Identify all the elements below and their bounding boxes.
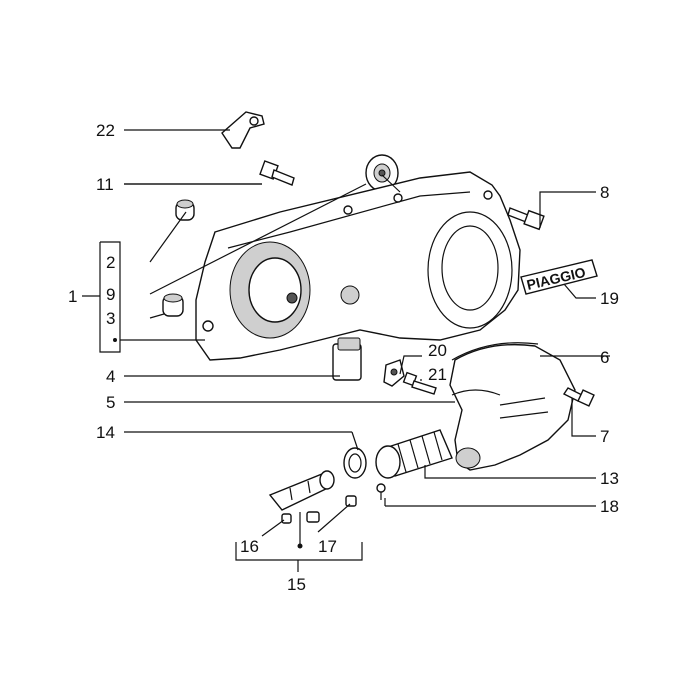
callout-1: 1 — [68, 287, 77, 306]
callout-14: 14 — [96, 423, 115, 442]
part-21-screw — [402, 371, 437, 395]
callout-17: 17 — [318, 537, 337, 556]
part-6-air-duct — [449, 342, 576, 471]
callout-8: 8 — [600, 183, 609, 202]
part-22-bracket-clip — [221, 111, 265, 149]
callout-13: 13 — [600, 469, 619, 488]
callout-labels: 22 11 8 2 1 9 19 3 20 6 4 21 5 14 7 13 1… — [68, 121, 619, 594]
part-18-small-screw — [376, 483, 386, 500]
callout-7: 7 — [600, 427, 609, 446]
callout-21: 21 — [428, 365, 447, 384]
callout-20: 20 — [428, 341, 447, 360]
part-8-bolt — [507, 207, 545, 231]
callout-11: 11 — [96, 175, 114, 194]
callout-19: 19 — [600, 289, 619, 308]
callout-18: 18 — [600, 497, 619, 516]
leader-lines — [82, 129, 610, 572]
part-19-piaggio-badge: PIAGGIO — [520, 259, 598, 295]
part-4-block — [332, 337, 362, 381]
part-7-screw — [562, 387, 595, 407]
callout-15: 15 — [287, 575, 306, 594]
callout-6: 6 — [600, 348, 609, 367]
callout-22: 22 — [96, 121, 115, 140]
callout-5: 5 — [106, 393, 115, 412]
part-3-bushing — [162, 293, 184, 317]
part-1-transmission-cover — [195, 171, 521, 361]
callout-4: 4 — [106, 367, 115, 386]
callout-16: 16 — [240, 537, 259, 556]
part-20-clip — [383, 359, 405, 387]
part-13-bellows-sleeve — [375, 429, 453, 479]
callout-3: 3 — [106, 309, 115, 328]
callout-2: 2 — [106, 253, 115, 272]
part-2-bushing — [175, 199, 195, 221]
part-17-clips — [306, 495, 357, 523]
part-16-nut — [281, 513, 292, 524]
part-14-clamp-ring — [343, 447, 367, 479]
callout-9: 9 — [106, 285, 115, 304]
part-11-bolt — [259, 160, 295, 186]
part-15-pipe-assembly — [268, 470, 335, 511]
